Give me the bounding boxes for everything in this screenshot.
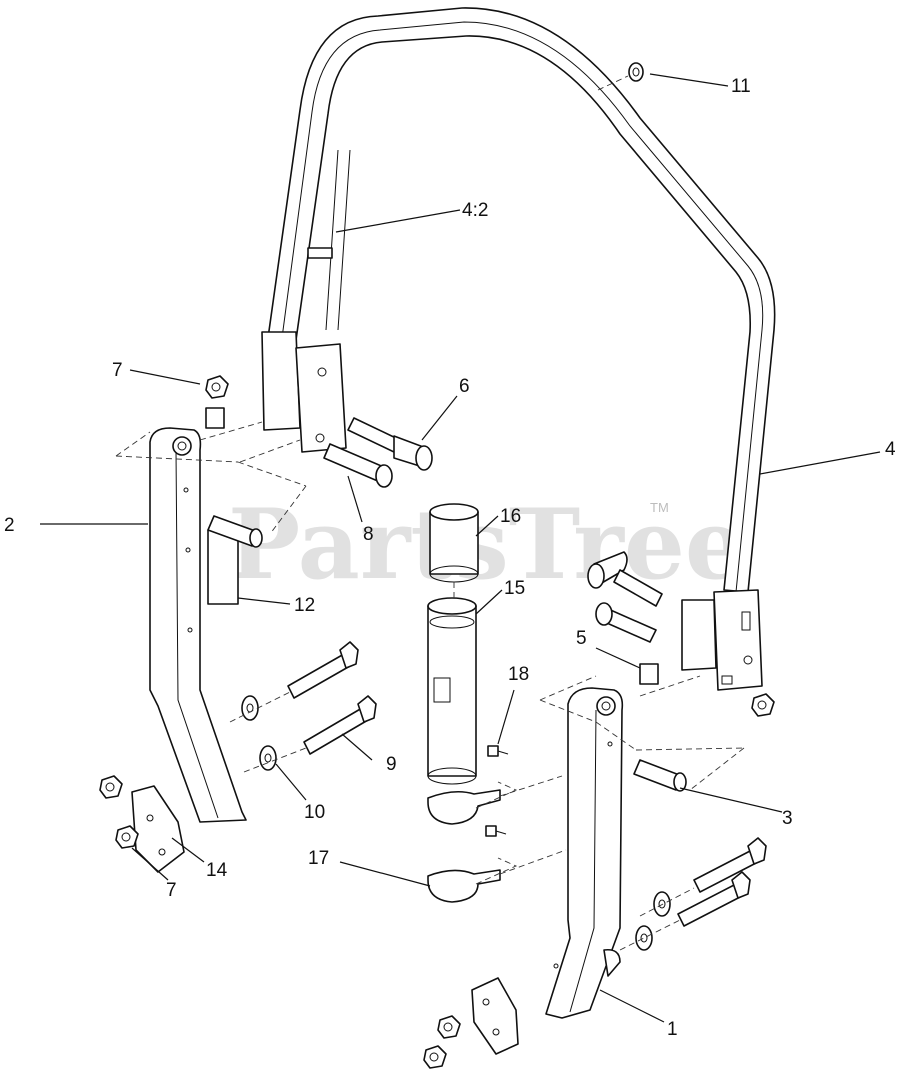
nut-right-lower-2 [423,1045,447,1069]
knob-pin-6 [347,417,433,471]
knob-pin-right [587,551,663,607]
clevis-pin-8 [323,443,393,488]
right-upright-post [545,687,624,1019]
latch-5 [639,663,659,685]
bolt-left-upper [287,641,359,699]
callout-4-2: 4:2 [462,200,488,221]
latch-left [205,407,225,429]
bolt-right-lower [677,871,751,927]
callout-16: 16 [500,506,521,527]
nut-right-mount [751,693,775,717]
callout-5: 5 [576,628,587,649]
callout-9: 9 [386,754,397,775]
callout-6: 6 [459,376,470,397]
nut-upper [205,375,229,399]
spacer-3 [633,759,687,792]
callout-7-upper: 7 [112,360,123,381]
washer-left-upper [241,695,259,721]
callout-15: 15 [504,578,525,599]
callout-17: 17 [308,848,329,869]
callout-4: 4 [885,439,896,460]
decal-label [307,247,333,259]
bracket-plate-14 [131,785,185,873]
watermark-text: PartsTree [228,488,746,601]
screw-upper [487,745,509,757]
clevis-pin-right [595,602,657,643]
clamp-upper [427,789,501,825]
bracket-plate-right [471,977,519,1055]
washer-right-lower [635,925,653,951]
nut-right-lower-1 [437,1015,461,1039]
bolt-9 [303,695,377,755]
callout-2: 2 [4,515,15,536]
roll-bar-upper [261,7,776,691]
decal-12 [207,529,239,605]
washer-11 [628,62,644,82]
spacer-left [207,515,263,548]
nut-left-lower [115,825,139,849]
callout-3: 3 [782,808,793,829]
callout-12: 12 [294,595,315,616]
callout-18: 18 [508,664,529,685]
watermark-tm: TM [650,500,669,515]
callout-7-lower: 7 [166,880,177,901]
screw-lower [485,825,507,837]
sleeve-16 [429,503,479,583]
bolt-right-upper [693,837,767,893]
clamp-lower [427,869,501,903]
tube-15 [427,597,477,785]
washer-10 [259,745,277,771]
callout-14: 14 [206,860,228,881]
callout-11: 11 [731,76,751,97]
callout-10: 10 [304,802,325,823]
washer-right-upper [653,891,671,917]
callout-1: 1 [667,1019,678,1040]
left-upright-post [149,427,247,823]
nut-left-upper [99,775,123,799]
callout-8: 8 [363,524,374,545]
